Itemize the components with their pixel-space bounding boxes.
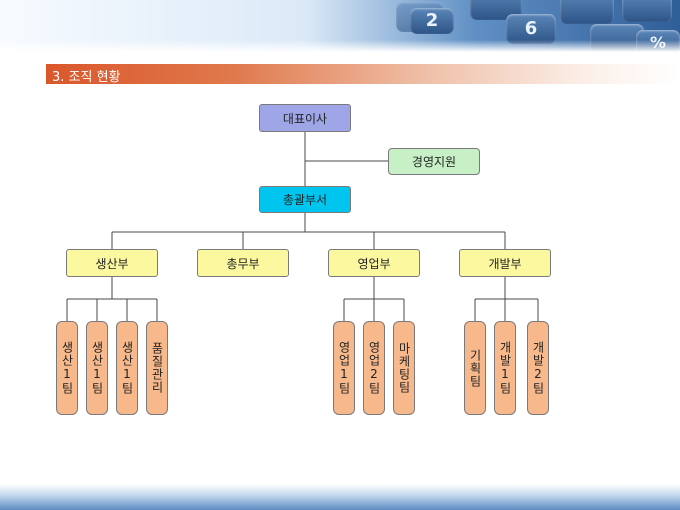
node-ceo: 대표이사 [259, 104, 351, 132]
node-team: 생산1팀 [116, 321, 138, 415]
node-team: 생산1팀 [86, 321, 108, 415]
node-team: 개발1팀 [494, 321, 516, 415]
node-team: 생산1팀 [56, 321, 78, 415]
page-title: 3. 조직 현황 [52, 70, 121, 85]
node-team: 영업2팀 [363, 321, 385, 415]
team-label: 영업2팀 [367, 341, 381, 395]
node-team: 개발2팀 [527, 321, 549, 415]
division-label: 총무부 [226, 256, 260, 271]
team-label: 생산1팀 [90, 341, 104, 395]
team-label: 개발2팀 [531, 341, 545, 395]
header-banner: 2 6 % [0, 0, 680, 52]
team-label: 생산1팀 [60, 341, 74, 395]
team-label: 기획팀 [468, 348, 482, 388]
node-division-sales: 영업부 [328, 249, 420, 277]
node-team: 품질관리 [146, 321, 168, 415]
node-general-manager-label: 총괄부서 [282, 193, 328, 207]
section-title-bar: 3. 조직 현황 [46, 64, 680, 85]
team-label: 개발1팀 [498, 341, 512, 395]
node-team: 영업1팀 [333, 321, 355, 415]
division-label: 생산부 [95, 256, 129, 271]
keypad-key: 2 [410, 8, 454, 34]
team-label: 품질관리 [150, 342, 164, 394]
team-label: 마케팅팀 [397, 342, 411, 394]
keypad-key: 6 [506, 14, 556, 44]
node-general-manager: 총괄부서 [259, 186, 351, 213]
node-support: 경영지원 [388, 148, 480, 175]
team-label: 영업1팀 [337, 341, 351, 395]
division-label: 영업부 [357, 256, 391, 271]
node-support-label: 경영지원 [411, 155, 457, 169]
node-division-development: 개발부 [459, 249, 551, 277]
node-team: 마케팅팀 [393, 321, 415, 415]
footer-band [0, 484, 680, 510]
node-ceo-label: 대표이사 [282, 111, 328, 126]
node-division-general-affairs: 총무부 [197, 249, 289, 277]
team-label: 생산1팀 [120, 341, 134, 395]
keypad-key [622, 0, 672, 22]
division-label: 개발부 [488, 256, 522, 271]
node-team: 기획팀 [464, 321, 486, 415]
node-division-production: 생산부 [66, 249, 158, 277]
keypad-key [560, 0, 614, 24]
